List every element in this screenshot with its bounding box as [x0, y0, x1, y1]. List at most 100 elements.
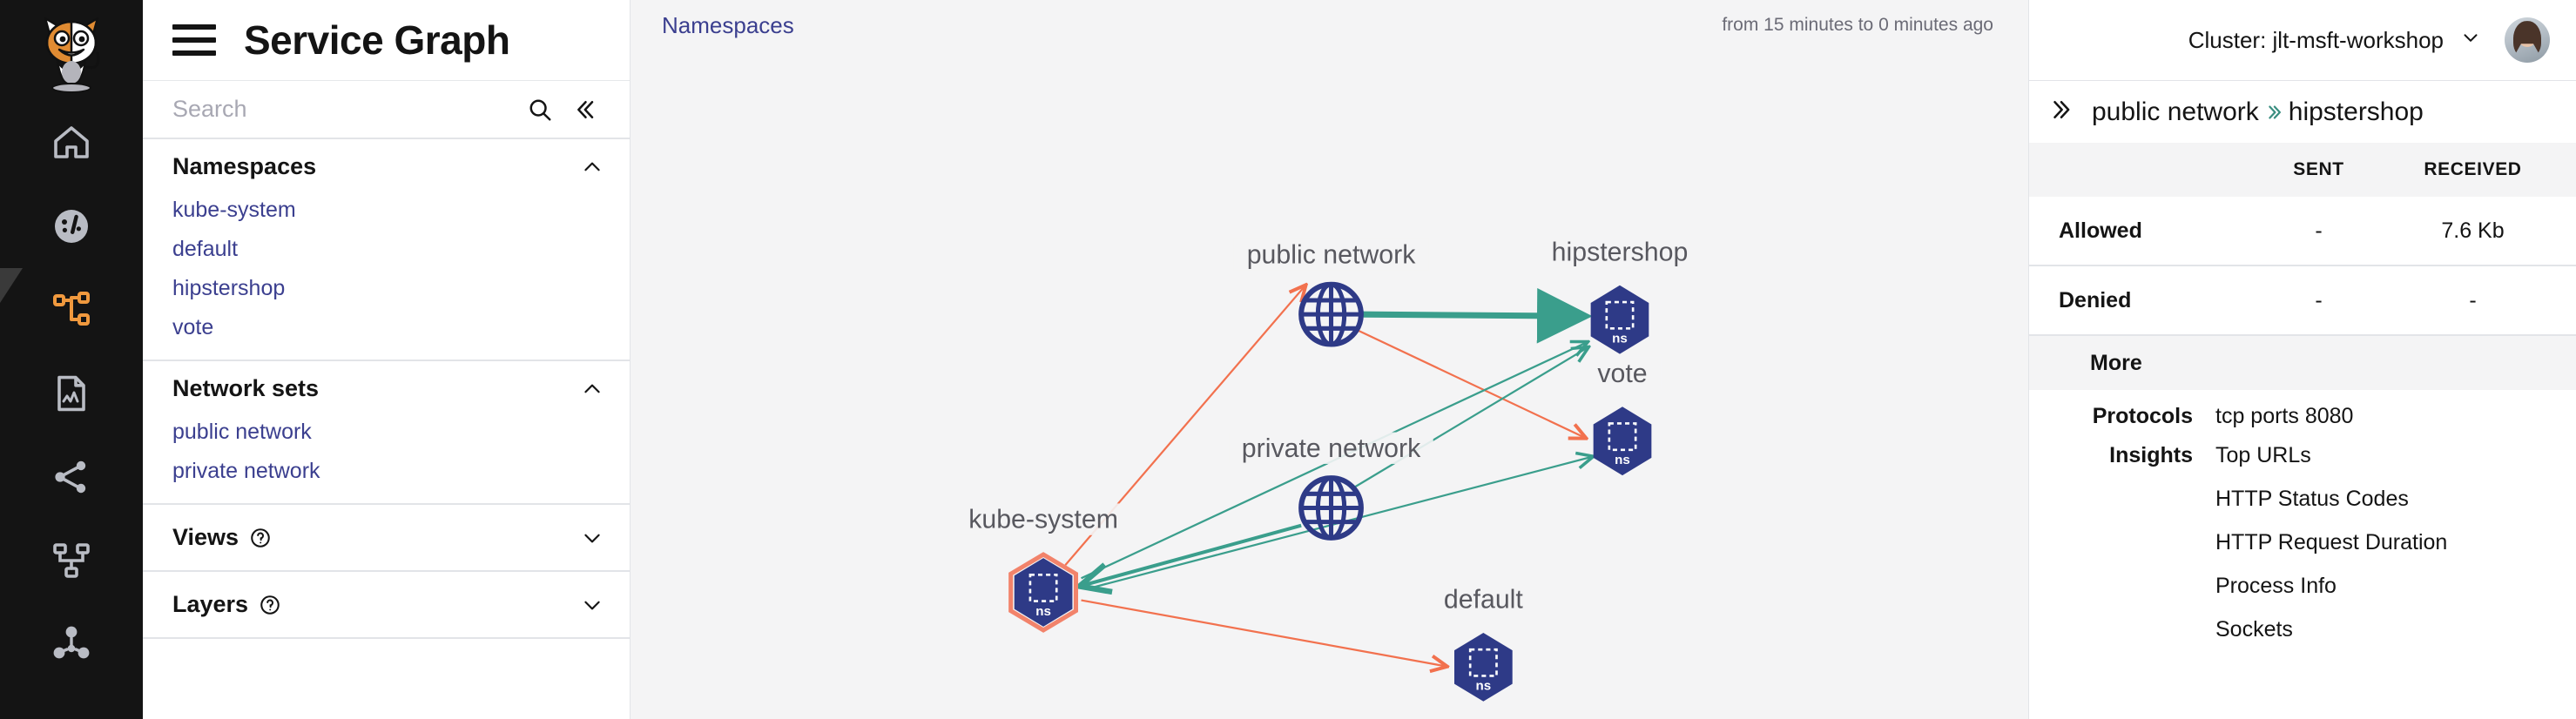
protocols-label: Protocols	[2092, 404, 2193, 428]
sidebar-item-default[interactable]: default	[172, 237, 239, 261]
table-header-received: RECEIVED	[2424, 159, 2522, 179]
protocols-row: Protocols tcp ports 8080	[2029, 390, 2576, 429]
node-label: private network	[1242, 434, 1421, 463]
namespace-icon	[1453, 632, 1513, 702]
service-graph-icon	[51, 289, 92, 331]
chevron-down-icon	[2459, 26, 2482, 55]
chevron-up-icon[interactable]	[581, 378, 604, 400]
hamburger-menu-icon[interactable]	[172, 24, 216, 56]
row-denied-sent: -	[2315, 287, 2323, 312]
row-denied-received: -	[2469, 287, 2477, 312]
row-allowed-sent: -	[2315, 218, 2323, 243]
sidebar-item-nodes[interactable]	[0, 519, 143, 602]
graph-canvas[interactable]: public network private network	[631, 50, 2028, 719]
sidebar-item-reports[interactable]	[0, 352, 143, 435]
chevron-up-icon[interactable]	[581, 156, 604, 178]
graph-node-default[interactable]: ns default	[1428, 583, 1538, 702]
chevron-double-left-icon[interactable]	[562, 97, 605, 123]
cluster-mesh-icon	[51, 623, 92, 665]
breadcrumb-target[interactable]: hipstershop	[2288, 97, 2424, 126]
section-header-views[interactable]: Views	[143, 505, 630, 570]
insights-row: Insights Top URLs HTTP Status Codes HTTP…	[2029, 429, 2576, 642]
sidebar-item-dashboard[interactable]	[0, 185, 143, 268]
cluster-selector[interactable]: Cluster: jlt-msft-workshop	[2188, 26, 2482, 55]
views-label: Views	[172, 524, 239, 550]
section-header-network-sets[interactable]: Network sets	[143, 361, 630, 413]
sidebar-item-public-network[interactable]: public network	[172, 420, 312, 444]
search-icon[interactable]	[518, 97, 562, 123]
detail-topbar: Cluster: jlt-msft-workshop	[2029, 0, 2576, 80]
table-row: Denied - -	[2029, 266, 2576, 336]
section-header-layers[interactable]: Layers	[143, 572, 630, 637]
insight-process-info[interactable]: Process Info	[2215, 574, 2337, 598]
search-input[interactable]	[172, 96, 518, 123]
network-topology-icon	[51, 456, 92, 498]
time-range-label: from 15 minutes to 0 minutes ago	[1722, 15, 1993, 35]
insights-list: Top URLs HTTP Status Codes HTTP Request …	[2215, 443, 2447, 642]
graph-node-vote[interactable]: ns vote	[1583, 357, 1662, 476]
node-label: hipstershop	[1552, 239, 1689, 267]
edge-private-network-hipstershop[interactable]	[1352, 348, 1588, 490]
chevron-down-icon[interactable]	[581, 594, 604, 616]
cluster-label: Cluster: jlt-msft-workshop	[2188, 26, 2444, 53]
calico-cat-logo[interactable]	[0, 5, 143, 101]
row-label-denied: Denied	[2059, 287, 2132, 312]
breadcrumb[interactable]: Namespaces	[662, 11, 794, 38]
sidebar-item-kube-system[interactable]: kube-system	[172, 198, 296, 222]
help-circle-icon[interactable]	[249, 527, 272, 549]
sidebar-item-service-graph[interactable]	[0, 268, 143, 352]
sidebar-item-vote[interactable]: vote	[172, 315, 214, 339]
table-header-row: SENT RECEIVED	[2029, 143, 2576, 197]
sidebar-item-topology[interactable]	[0, 435, 143, 519]
chevron-down-icon[interactable]	[581, 527, 604, 549]
table-row: Allowed - 7.6 Kb	[2029, 197, 2576, 266]
graph-node-kube-system[interactable]: ns kube-system	[957, 503, 1130, 633]
sidebar-item-cluster-mesh[interactable]	[0, 602, 143, 686]
divider	[143, 570, 630, 572]
namespace-icon	[1590, 285, 1649, 354]
table-header-sent: SENT	[2293, 159, 2344, 179]
row-allowed-received: 7.6 Kb	[2441, 218, 2505, 243]
graph-svg: public network private network	[957, 236, 1696, 702]
edge-public-network-hipstershop[interactable]	[1362, 287, 1593, 344]
sidebar-item-hipstershop[interactable]: hipstershop	[172, 276, 286, 300]
traffic-table: SENT RECEIVED Allowed - 7.6 Kb Denied - …	[2029, 143, 2576, 336]
help-circle-icon[interactable]	[259, 594, 281, 616]
sidebar-item-private-network[interactable]: private network	[172, 459, 320, 483]
panel-header: Service Graph	[143, 0, 630, 80]
edge-kube-system-default[interactable]	[1081, 599, 1446, 667]
section-title: Network sets	[172, 375, 320, 401]
chevron-double-right-icon[interactable]	[2048, 97, 2074, 127]
edge-public-network-vote[interactable]	[1357, 329, 1585, 437]
insight-top-urls[interactable]: Top URLs	[2215, 443, 2311, 467]
section-title-wrap: Layers	[172, 591, 281, 618]
section-header-namespaces[interactable]: Namespaces	[143, 139, 630, 191]
node-sublabel: ns	[1612, 331, 1628, 346]
insight-http-status-codes[interactable]: HTTP Status Codes	[2215, 487, 2409, 511]
edge-private-network-kube-system[interactable]	[1083, 523, 1302, 586]
insight-http-request-duration[interactable]: HTTP Request Duration	[2215, 530, 2448, 554]
graph-node-public-network[interactable]: public network	[1233, 239, 1429, 347]
avatar[interactable]	[2505, 17, 2550, 63]
divider	[143, 503, 630, 505]
nodes-hierarchy-icon	[51, 540, 92, 581]
dashboard-gauge-icon	[51, 205, 92, 247]
icon-rail	[0, 0, 143, 719]
node-label: public network	[1247, 241, 1417, 270]
insight-sockets[interactable]: Sockets	[2215, 617, 2293, 642]
graph-toolbar: Namespaces from 15 minutes to 0 minutes …	[631, 0, 2028, 50]
sidebar-item-home[interactable]	[0, 101, 143, 185]
graph-node-private-network[interactable]: private network	[1229, 432, 1433, 541]
protocols-value: tcp ports 8080	[2215, 404, 2354, 428]
divider	[143, 637, 630, 639]
row-label-allowed: Allowed	[2059, 218, 2142, 243]
search-row	[143, 80, 630, 139]
breadcrumb-source[interactable]: public network	[2092, 97, 2259, 126]
network-set-list: public network private network	[143, 413, 630, 503]
report-document-icon	[51, 373, 92, 414]
more-section-header[interactable]: More	[2029, 336, 2576, 390]
detail-panel: Cluster: jlt-msft-workshop public networ…	[2029, 0, 2576, 719]
section-title-wrap: Views	[172, 524, 272, 551]
graph-node-hipstershop[interactable]: ns hipstershop	[1544, 236, 1696, 354]
